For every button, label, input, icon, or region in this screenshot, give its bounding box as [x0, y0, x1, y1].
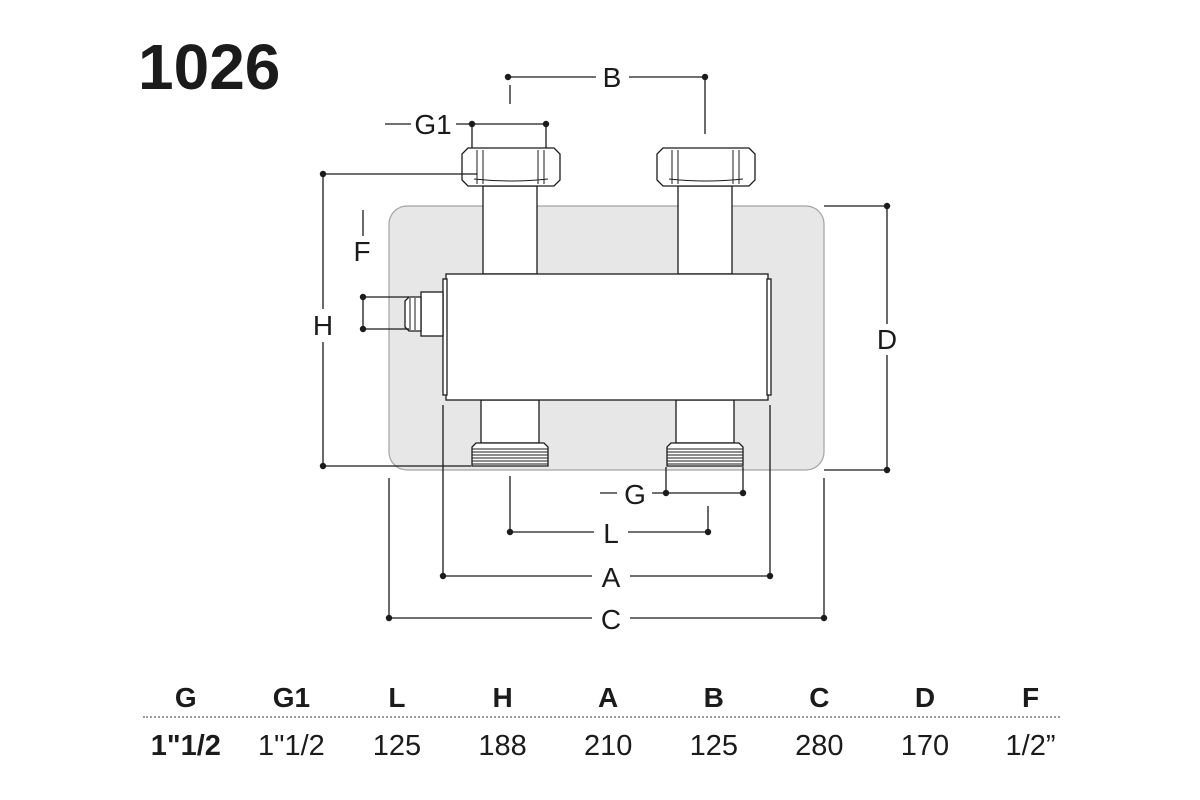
dimension-a-label: A	[602, 562, 621, 593]
manifold-assembly	[404, 147, 772, 467]
dimension-g-start-dot	[662, 489, 670, 497]
spec-header-h: H	[492, 682, 513, 713]
top-pipe-left	[482, 185, 538, 275]
spec-table-divider	[143, 716, 1060, 718]
spec-value-a: 210	[583, 730, 633, 762]
union-nut-right-faces	[668, 150, 744, 184]
dimension-g1-end-dot	[542, 120, 550, 128]
dimension-g1: G1	[385, 109, 550, 148]
dimension-h-label: H	[313, 310, 333, 341]
spec-value-b: 125	[689, 730, 738, 762]
dimension-c-lines	[388, 478, 825, 619]
dimension-f-start-dot	[359, 293, 367, 301]
dimension-d-label: D	[877, 324, 897, 355]
spec-header-d: D	[914, 682, 936, 713]
dimension-f-label: F	[353, 236, 370, 267]
dimension-c-start-dot	[385, 614, 393, 622]
dimension-h: H	[313, 170, 477, 470]
dimension-f: F	[353, 210, 409, 333]
dimension-h-end-dot	[319, 462, 327, 470]
product-code-title: 1026	[138, 31, 281, 103]
dimension-h-start-dot	[319, 170, 327, 178]
dimension-b-label: B	[603, 62, 622, 93]
dimension-f-lines	[362, 210, 409, 330]
dimension-g1-start-dot	[468, 120, 476, 128]
union-nut-left-faces	[473, 150, 549, 184]
bottom-pipe-left	[480, 399, 540, 444]
dimension-l-lines	[509, 476, 709, 533]
dimension-d-start-dot	[883, 202, 891, 210]
spec-value-l: 125	[372, 730, 422, 762]
dimension-b: B	[504, 62, 709, 134]
spec-value-h: 188	[478, 730, 527, 762]
union-nut-right-outline	[656, 147, 756, 187]
spec-header-g1: G1	[272, 682, 311, 713]
side-port-collar	[420, 291, 444, 337]
dimension-g-lines	[600, 467, 744, 494]
body-end-cap-right	[766, 278, 772, 396]
body-end-cap-left	[442, 278, 448, 396]
dimension-d-lines	[824, 205, 888, 471]
dimension-b-start-dot	[504, 73, 512, 81]
dimension-g1-label: G1	[414, 109, 451, 140]
spec-value-g1: 1"1/2	[258, 730, 325, 762]
spec-value-g: 1"1/2	[150, 730, 221, 762]
bottom-pipe-right	[675, 399, 735, 444]
threaded-end-left-threads	[472, 448, 548, 465]
dimension-d-end-dot	[883, 466, 891, 474]
spec-header-l: L	[388, 682, 406, 713]
top-pipe-right	[677, 185, 733, 275]
spec-value-d: 170	[900, 730, 950, 762]
dimension-f-end-dot	[359, 325, 367, 333]
dimension-a-lines	[442, 405, 771, 577]
dimension-c: C	[385, 478, 828, 635]
dimension-l-start-dot	[506, 528, 514, 536]
dimension-b-end-dot	[701, 73, 709, 81]
manifold-body	[445, 273, 769, 401]
spec-table-value-row: 1"1/2 1"1/2 125 188 210 125 280 170 1/2”	[133, 728, 1084, 764]
dimension-a-end-dot	[766, 572, 774, 580]
side-port-nut	[404, 296, 422, 332]
threaded-end-right	[666, 442, 744, 467]
dimension-d: D	[824, 202, 897, 474]
spec-header-a: A	[598, 682, 619, 713]
threaded-end-left	[471, 442, 549, 467]
spec-table-header-row: G G1 L H A B C D F	[133, 681, 1084, 715]
dimension-g-label: G	[624, 479, 646, 510]
spec-header-c: C	[809, 682, 830, 713]
dimension-l: L	[506, 476, 712, 549]
dimension-h-lines	[322, 173, 477, 467]
spec-header-f: F	[1021, 682, 1040, 713]
dimension-c-label: C	[601, 604, 621, 635]
spec-value-c: 280	[795, 730, 844, 762]
union-nut-left	[461, 147, 561, 187]
dimension-b-lines	[508, 76, 706, 134]
dimension-l-end-dot	[704, 528, 712, 536]
dimension-a-start-dot	[439, 572, 447, 580]
dimension-g: G	[600, 467, 747, 510]
side-port-nut-faces	[409, 298, 416, 330]
dimension-c-end-dot	[820, 614, 828, 622]
dimension-g1-lines	[385, 123, 547, 148]
dimension-l-label: L	[603, 518, 619, 549]
dimension-g-end-dot	[739, 489, 747, 497]
spec-header-b: B	[703, 682, 724, 713]
union-nut-right	[656, 147, 756, 187]
spec-header-g: G	[174, 682, 197, 713]
dimension-a: A	[439, 405, 774, 593]
spec-value-f: 1/2”	[1005, 730, 1056, 762]
union-nut-left-outline	[461, 147, 561, 187]
threaded-end-right-threads	[667, 448, 743, 465]
side-port	[404, 291, 444, 337]
